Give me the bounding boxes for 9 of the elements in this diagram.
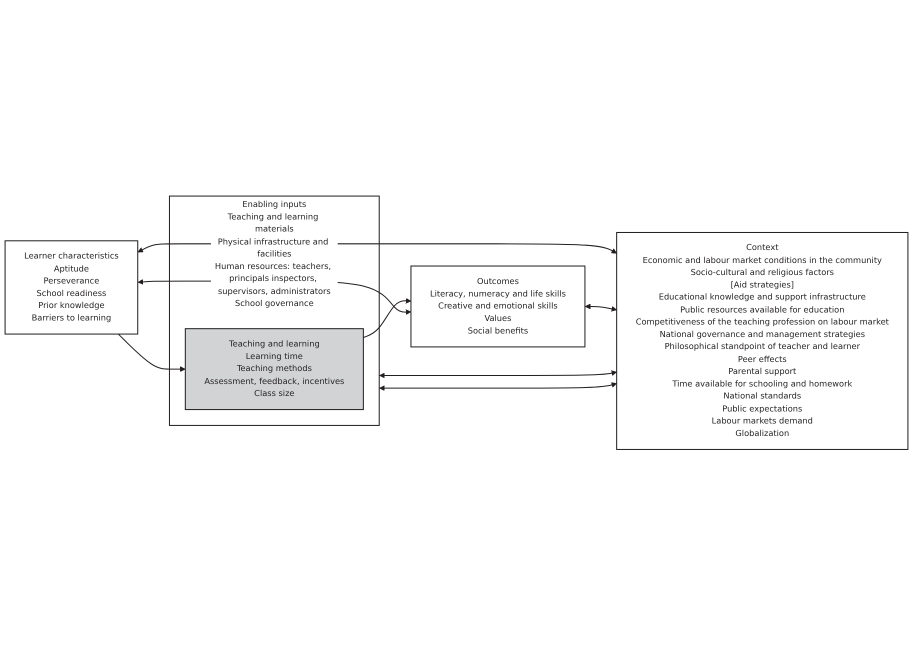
arrow (118, 334, 186, 372)
node-box: Teaching and learning Learning time Teaching methods Assessment, feedback, incentives Class size (184, 328, 364, 410)
node-box: Context Economic and labour market conditions in the community Socio-cultural and religious factors [Aid strategies] Educational knowledge and support infrastructure Public resources available for education Competitiveness of the teaching profession on labour market National governance and management strategies Philosophical standpoint of teacher and learner Peer effects Parental support Time available for schooling and homework National standards Public expectations Labour markets demand Globalization (616, 232, 908, 450)
node-box: Outcomes Literacy, numeracy and life skills Creative and emotional skills Values Social benefits (410, 266, 586, 348)
node-box: Learner characteristics Aptitude Perseverance School readiness Prior knowledge Barriers to learning (4, 240, 138, 335)
arrow (363, 298, 412, 338)
arrow (379, 370, 617, 378)
arrow (584, 304, 617, 312)
arrow (379, 382, 617, 392)
